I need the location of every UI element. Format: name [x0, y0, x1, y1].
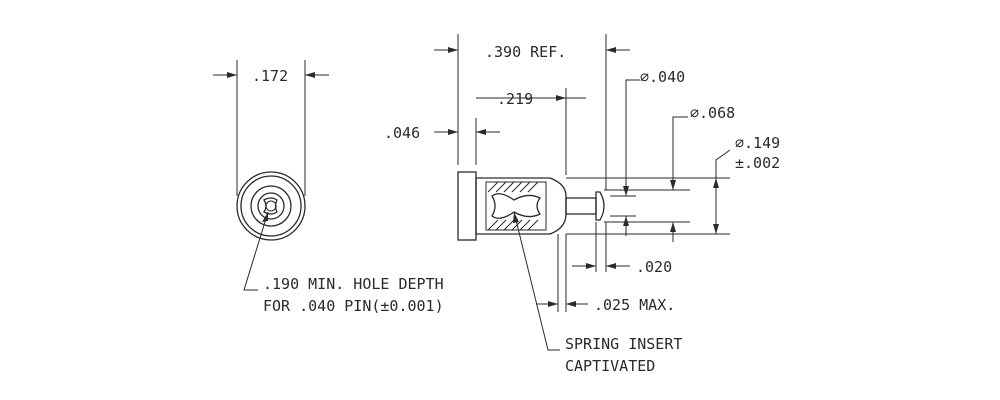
arrowhead: [305, 72, 315, 78]
spring-insert-end: [263, 197, 278, 215]
arrowhead: [566, 301, 576, 307]
arrowhead: [548, 301, 558, 307]
body-circle: [250, 185, 292, 227]
spring-note-line1: SPRING INSERT: [565, 335, 682, 353]
flange-circle: [240, 175, 302, 237]
arrowhead: [556, 95, 566, 101]
side-view: .390 REF. .219 .046 ⌀.040 ⌀.068: [384, 34, 780, 375]
pin-dia-label: ⌀.040: [640, 68, 685, 86]
arrowhead: [606, 263, 616, 269]
arrowhead: [623, 186, 629, 196]
max-dim-label: .025 MAX.: [594, 296, 675, 314]
outer-circle: [236, 171, 306, 241]
hatching: [487, 181, 539, 231]
flange-thickness-label: .046: [384, 124, 420, 142]
head-dia-leader: [672, 116, 688, 190]
arrowhead: [513, 212, 519, 223]
inner-circle: [257, 192, 285, 220]
body-length-label: .219: [497, 90, 533, 108]
arrowhead: [606, 47, 616, 53]
spring-note-line2: CAPTIVATED: [565, 357, 655, 375]
overall-ref-label: .390 REF.: [485, 43, 566, 61]
pin-shank: [565, 197, 597, 215]
end-view-width-label: .172: [252, 67, 288, 85]
bore: [485, 181, 547, 231]
pin-head: [595, 191, 605, 221]
head-thickness-label: .020: [636, 258, 672, 276]
spring-leader: [513, 211, 560, 351]
hole-depth-note-line1: .190 MIN. HOLE DEPTH: [263, 275, 444, 293]
flange: [457, 171, 477, 241]
arrowhead: [476, 129, 486, 135]
pin-dia-leader: [625, 79, 640, 196]
hole-depth-note-line2: FOR .040 PIN(±0.001): [263, 297, 444, 315]
head-dia-label: ⌀.068: [690, 104, 735, 122]
arrowhead: [448, 129, 458, 135]
arrowhead: [586, 263, 596, 269]
end-view: .172 .190 MIN. HOLE DEPTH FOR .040 PIN(±…: [213, 60, 444, 315]
hole-circle: [265, 200, 277, 212]
arrowhead: [713, 178, 719, 188]
spring-insert: [491, 193, 541, 219]
arrowhead: [670, 180, 676, 190]
body-dia-tolerance: ±.002: [735, 154, 780, 172]
arrowhead: [262, 212, 268, 222]
arrowhead: [713, 224, 719, 234]
body: [475, 177, 567, 235]
body-dia-label: ⌀.149: [735, 134, 780, 152]
arrowhead: [448, 47, 458, 53]
hole-depth-leader: [243, 211, 269, 291]
body-dia-leader: [715, 149, 731, 178]
arrowhead: [227, 72, 237, 78]
